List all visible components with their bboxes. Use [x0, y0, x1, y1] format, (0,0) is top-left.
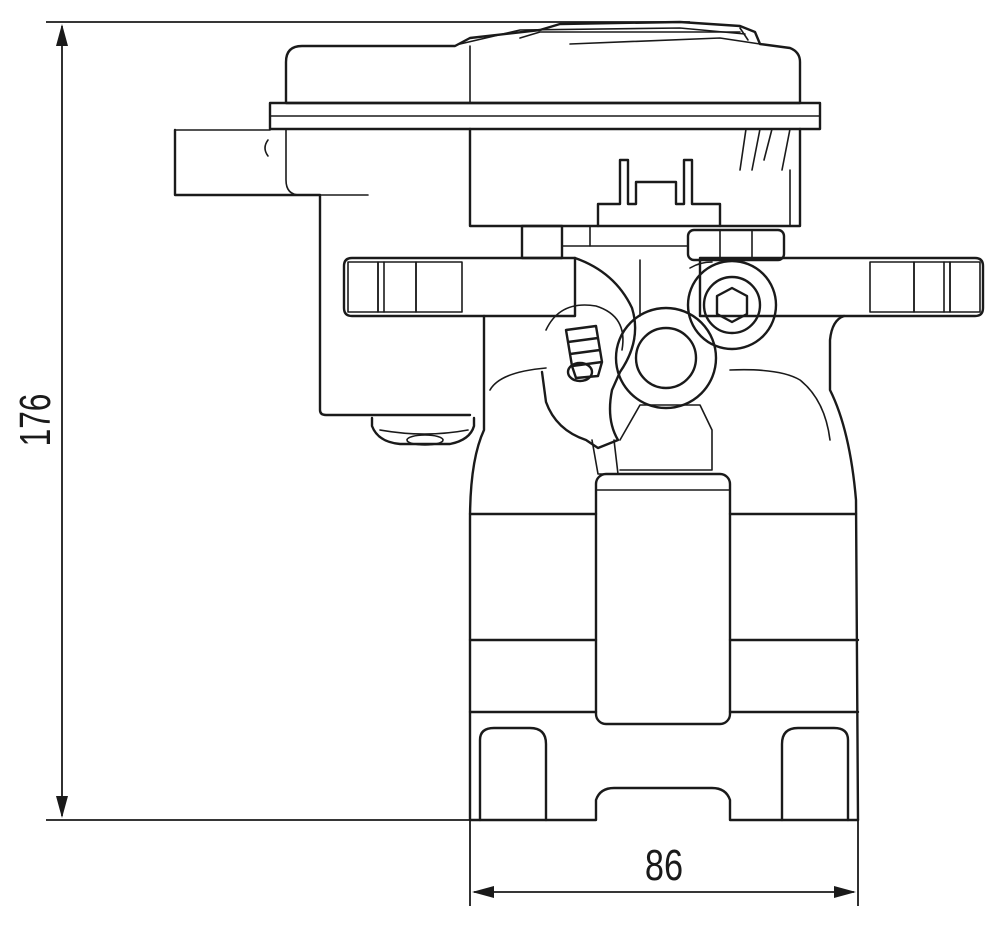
- actuator-plug-curve: [264, 139, 269, 157]
- guide-pin: [614, 259, 718, 410]
- bolt-arc: [689, 261, 713, 269]
- motor-vent-slots: [739, 128, 791, 171]
- bracket-post-left: [520, 224, 564, 260]
- guide-pin-inner: [634, 326, 698, 390]
- hatch-right-inner: [869, 261, 915, 313]
- body-right-shoulder: [729, 368, 831, 441]
- height-arrow-bottom: [56, 796, 68, 818]
- cover-tab: [739, 27, 749, 41]
- mounting-bracket: [342, 224, 985, 318]
- width-label: 86: [645, 841, 683, 890]
- body-left-wall: [468, 314, 486, 822]
- height-label: 176: [11, 394, 60, 447]
- cover-ridge-1: [459, 27, 746, 45]
- left-bolt-hole: [377, 261, 417, 313]
- bolt-flange: [686, 259, 778, 351]
- actuator-outline: [173, 128, 472, 417]
- cover-ridge-2: [519, 31, 741, 39]
- cover-ridge-3: [569, 37, 761, 45]
- actuator-inner-edge: [285, 128, 369, 196]
- hatch-left-inner: [415, 261, 463, 313]
- bracket-left-arm: [342, 256, 577, 318]
- height-dimension: 176: [11, 21, 690, 821]
- foot-right: [780, 726, 850, 822]
- plug-cap: [406, 434, 444, 446]
- actuator-side-box: [173, 128, 476, 446]
- body-bottom-edge: [468, 786, 860, 822]
- hatch-right-outer: [949, 261, 981, 313]
- motor-lower-box: [468, 127, 802, 228]
- nipple-boss: [545, 304, 624, 351]
- body-left-shoulder: [489, 367, 547, 391]
- mounting-bolt: [686, 259, 778, 351]
- plug-rib: [379, 429, 469, 435]
- nipple-housing: [540, 256, 637, 450]
- piston-face: [594, 472, 732, 726]
- bolt-hex-icon: [715, 286, 749, 324]
- height-arrow-top: [56, 24, 68, 46]
- right-bolt-hole: [913, 261, 951, 313]
- body-center-block: [619, 404, 713, 471]
- actuator-bottom-plug: [370, 416, 476, 446]
- bolt-head: [702, 275, 762, 335]
- body-right-wall: [828, 314, 860, 822]
- width-arrow-left: [472, 886, 494, 898]
- foot-left: [478, 726, 548, 822]
- bracket-right-arm: [698, 256, 985, 318]
- width-arrow-right: [834, 886, 856, 898]
- hatch-left-outer: [347, 261, 379, 313]
- guide-pin-outer: [614, 306, 718, 410]
- nipple-lower-tab: [591, 439, 619, 475]
- bracket-post-right: [686, 228, 786, 262]
- nipple-threads: [564, 324, 604, 380]
- nipple-tip: [566, 361, 594, 383]
- width-dimension: 86: [469, 800, 859, 906]
- motor-connector: [596, 158, 722, 228]
- caliper-body: [468, 314, 860, 822]
- motor-housing: [268, 20, 822, 228]
- motor-top-cover: [284, 20, 802, 105]
- bleed-nipple: [540, 256, 637, 475]
